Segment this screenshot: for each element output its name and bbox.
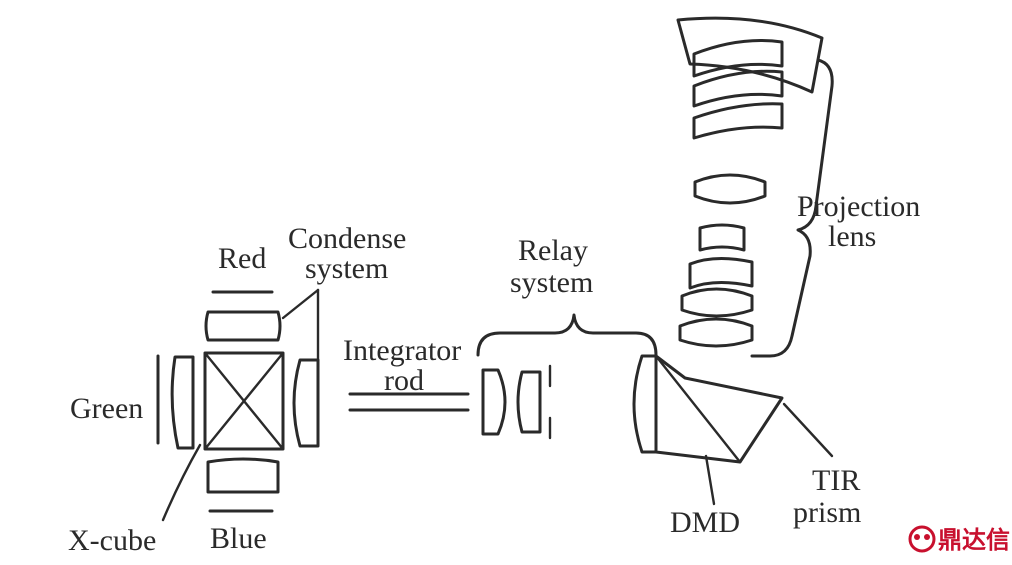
- integrator-rod: [348, 392, 470, 412]
- watermark-logo-dot-1: [914, 534, 920, 540]
- projection-element-6: [698, 223, 746, 252]
- label-integrator-line1: Integrator: [343, 334, 461, 367]
- projection-element-7: [688, 257, 754, 290]
- projection-element-2: [692, 39, 784, 78]
- label-projection-line2: lens: [828, 220, 876, 253]
- x-cube-box: [203, 351, 285, 451]
- condense-leader-1: [281, 288, 320, 320]
- x-cube-assembly: [156, 288, 320, 522]
- relay-lens-1: [481, 368, 507, 436]
- watermark-logo-dot-2: [924, 534, 930, 540]
- label-condense-line2: system: [305, 252, 388, 285]
- projection-brace: [750, 58, 834, 358]
- projection-lens: [676, 16, 834, 358]
- relay-lens-2: [516, 370, 542, 434]
- projection-element-3: [692, 69, 784, 108]
- projection-element-4: [692, 102, 784, 140]
- tir-prism-outline: [654, 354, 784, 464]
- projection-element-8: [680, 287, 754, 318]
- label-dmd: DMD: [670, 506, 740, 539]
- label-condense-line1: Condense: [288, 222, 406, 255]
- red-lens: [204, 310, 282, 342]
- tir-leader: [782, 402, 834, 458]
- projection-element-1: [676, 16, 824, 94]
- projection-element-9: [678, 317, 754, 348]
- field-lens: [632, 354, 658, 454]
- label-integrator-line2: rod: [384, 364, 424, 397]
- watermark-logo-icon: [908, 525, 936, 553]
- label-relay-line2: system: [510, 266, 593, 299]
- blue-lens: [206, 457, 280, 494]
- x-cube-leader: [161, 443, 202, 522]
- relay-system: [476, 313, 658, 440]
- watermark-text: 鼎达信: [938, 526, 1010, 554]
- label-blue: Blue: [210, 522, 267, 555]
- watermark: 鼎达信: [908, 525, 1010, 554]
- label-relay-line1: Relay: [518, 234, 588, 267]
- dmd-leader: [704, 454, 716, 506]
- dmd-tir-assembly: [632, 354, 834, 506]
- label-x-cube: X-cube: [68, 524, 156, 557]
- label-green: Green: [70, 392, 143, 425]
- relay-brace: [476, 313, 658, 357]
- label-tir-line1: TIR: [812, 464, 860, 497]
- green-lens: [170, 355, 195, 450]
- projection-element-5: [693, 173, 767, 205]
- tir-prism-hypotenuse: [654, 354, 742, 464]
- label-tir-line2: prism: [793, 496, 861, 529]
- x-cube-diagonal-2: [203, 351, 285, 451]
- condense-lens: [292, 358, 320, 448]
- label-projection-line1: Projection: [797, 190, 920, 223]
- label-red: Red: [218, 242, 266, 275]
